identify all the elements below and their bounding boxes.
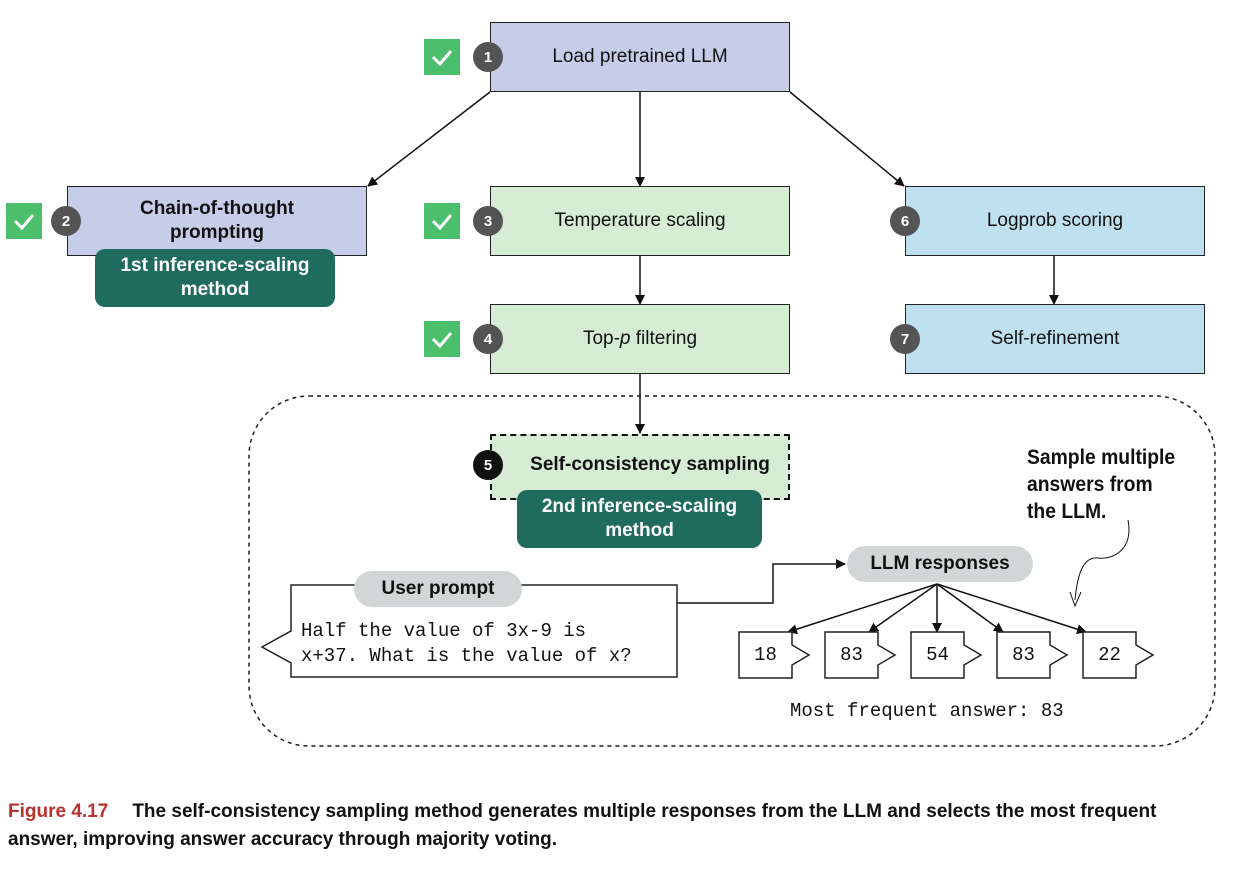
answer-3: 54	[926, 644, 949, 666]
annotation-arrow	[1074, 519, 1130, 601]
figure-caption-text: The self-consistency sampling method gen…	[8, 801, 1157, 850]
answer-4: 83	[1012, 644, 1035, 666]
step-2-label: Chain-of-thought prompting	[139, 198, 295, 243]
step-7-box: Self-refinement	[905, 304, 1205, 374]
step-6-badge: 6	[890, 206, 920, 236]
step-1-badge: 1	[473, 42, 503, 72]
method-2-label: 2nd inference-scaling method	[541, 496, 738, 541]
completed-check-4	[424, 321, 460, 357]
arrow-prompt-to-responses	[677, 559, 846, 604]
step-4-label: Top-p filtering	[583, 328, 697, 350]
arrow-1-to-6	[789, 91, 905, 187]
step-5-label: Self-consistency sampling	[530, 454, 770, 475]
annotation-text: Sample multiple answers from the LLM.	[1027, 444, 1175, 525]
user-prompt-line-2: x+37. What is the value of x?	[301, 645, 632, 667]
method-1-label: 1st inference-scaling method	[120, 255, 310, 300]
user-prompt-bubble	[260, 584, 678, 678]
step-1-label: Load pretrained LLM	[552, 46, 728, 67]
check-icon	[13, 214, 35, 231]
annotation-line-1: Sample multiple	[1027, 446, 1176, 469]
step-2-box: Chain-of-thought prompting	[67, 186, 367, 256]
answer-bubble-5	[1082, 631, 1155, 679]
step-6-box: Logprob scoring	[905, 186, 1205, 256]
completed-check-3	[424, 203, 460, 239]
arrow-response-1	[787, 583, 938, 634]
llm-responses-title: LLM responses	[847, 546, 1033, 582]
answer-bubble-2	[824, 631, 897, 679]
arrow-response-2	[868, 583, 938, 633]
step-4-label-post: filtering	[630, 328, 698, 349]
method-2-badge: 2nd inference-scaling method	[517, 490, 762, 548]
step-5-box: Self-consistency sampling	[490, 434, 790, 500]
step-3-box: Temperature scaling	[490, 186, 790, 256]
annotation-line-2: answers from	[1027, 473, 1153, 496]
step-4-label-em: p	[619, 328, 631, 349]
user-prompt-line-1: Half the value of 3x-9 is	[301, 620, 587, 642]
arrow-1-to-2	[367, 91, 491, 187]
step-6-label: Logprob scoring	[986, 210, 1124, 231]
figure-label: Figure 4.17	[8, 801, 109, 822]
arrow-response-5	[936, 583, 1087, 634]
step-7-label: Self-refinement	[990, 328, 1120, 349]
method-1-badge: 1st inference-scaling method	[95, 249, 335, 307]
answer-5: 22	[1098, 644, 1121, 666]
check-icon	[431, 50, 453, 67]
completed-check-2	[6, 203, 42, 239]
user-prompt-text: Half the value of 3x-9 is x+37. What is …	[301, 619, 673, 669]
step-3-label: Temperature scaling	[554, 210, 726, 231]
step-4-badge: 4	[473, 324, 503, 354]
step-4-box: Top-p filtering	[490, 304, 790, 374]
step-4-label-pre: Top-	[582, 328, 620, 349]
step-5-badge: 5	[473, 450, 503, 480]
answer-1: 18	[754, 644, 777, 666]
completed-check-1	[424, 39, 460, 75]
step-3-badge: 3	[473, 206, 503, 236]
step-1-box: Load pretrained LLM	[490, 22, 790, 92]
most-frequent-answer: Most frequent answer: 83	[790, 700, 1064, 722]
annotation-line-3: the LLM.	[1027, 500, 1107, 523]
check-icon	[431, 332, 453, 349]
step-7-badge: 7	[890, 324, 920, 354]
answer-2: 83	[840, 644, 863, 666]
check-icon	[431, 214, 453, 231]
answer-bubble-4	[996, 631, 1069, 679]
arrow-response-4	[936, 583, 1004, 633]
step-2-badge: 2	[51, 206, 81, 236]
answer-bubble-1	[738, 631, 811, 679]
user-prompt-title: User prompt	[354, 571, 522, 607]
answer-bubble-3	[910, 631, 983, 679]
